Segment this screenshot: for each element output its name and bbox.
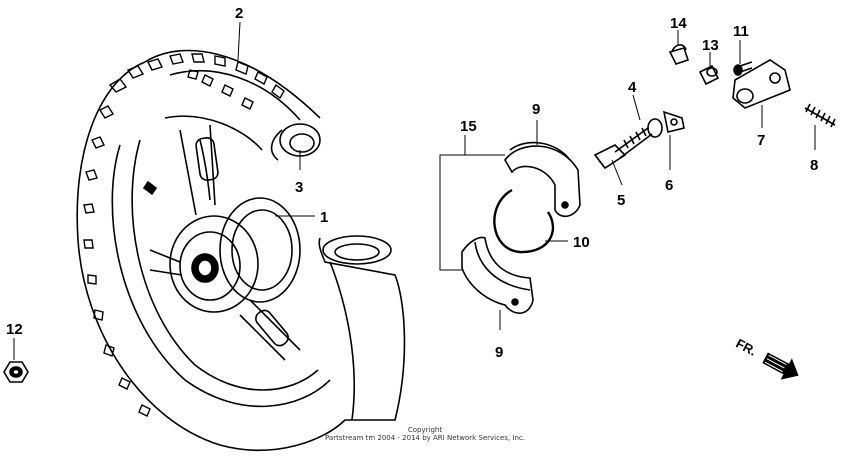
brake-shoe-lower: [461, 236, 534, 314]
rim-band-end: [270, 123, 321, 161]
callout-8: 8: [810, 157, 818, 174]
callout-10: 10: [573, 234, 590, 251]
cap-nut: [668, 44, 690, 65]
callout-13: 13: [702, 37, 719, 54]
axle-nut: [3, 361, 29, 383]
wear-indicator-plate: [662, 110, 685, 133]
brake-shoe-upper: [504, 141, 581, 218]
callout-9-lower: 9: [495, 344, 503, 361]
wheel-assembly: [76, 49, 406, 452]
front-direction-arrow: FR.: [734, 336, 799, 380]
callout-15: 15: [460, 118, 477, 135]
callout-7: 7: [757, 132, 765, 149]
callout-1: 1: [320, 209, 328, 226]
brake-rod-spring: [804, 103, 836, 128]
copyright-notice: Partstream tm 2004 - 2014 by ARI Network…: [325, 434, 525, 442]
leader-lines: [13, 21, 816, 360]
brake-arm-bolt: [733, 61, 753, 76]
shoe-spring: [493, 188, 554, 254]
brake-cam: [593, 118, 663, 170]
callout-4: 4: [628, 79, 637, 96]
callout-11: 11: [733, 23, 749, 40]
callout-3: 3: [295, 179, 303, 196]
callout-12: 12: [6, 321, 23, 338]
brake-arm-collar: [698, 64, 720, 86]
callout-14: 14: [670, 15, 687, 32]
front-direction-label: FR.: [734, 336, 760, 359]
tire-tread: [83, 53, 285, 417]
callout-2: 2: [235, 5, 243, 22]
copyright-label: Copyright: [407, 426, 443, 434]
callout-9-upper: 9: [532, 101, 540, 118]
brake-arm: [732, 59, 791, 109]
callout-5: 5: [617, 192, 625, 209]
callout-6: 6: [665, 177, 673, 194]
